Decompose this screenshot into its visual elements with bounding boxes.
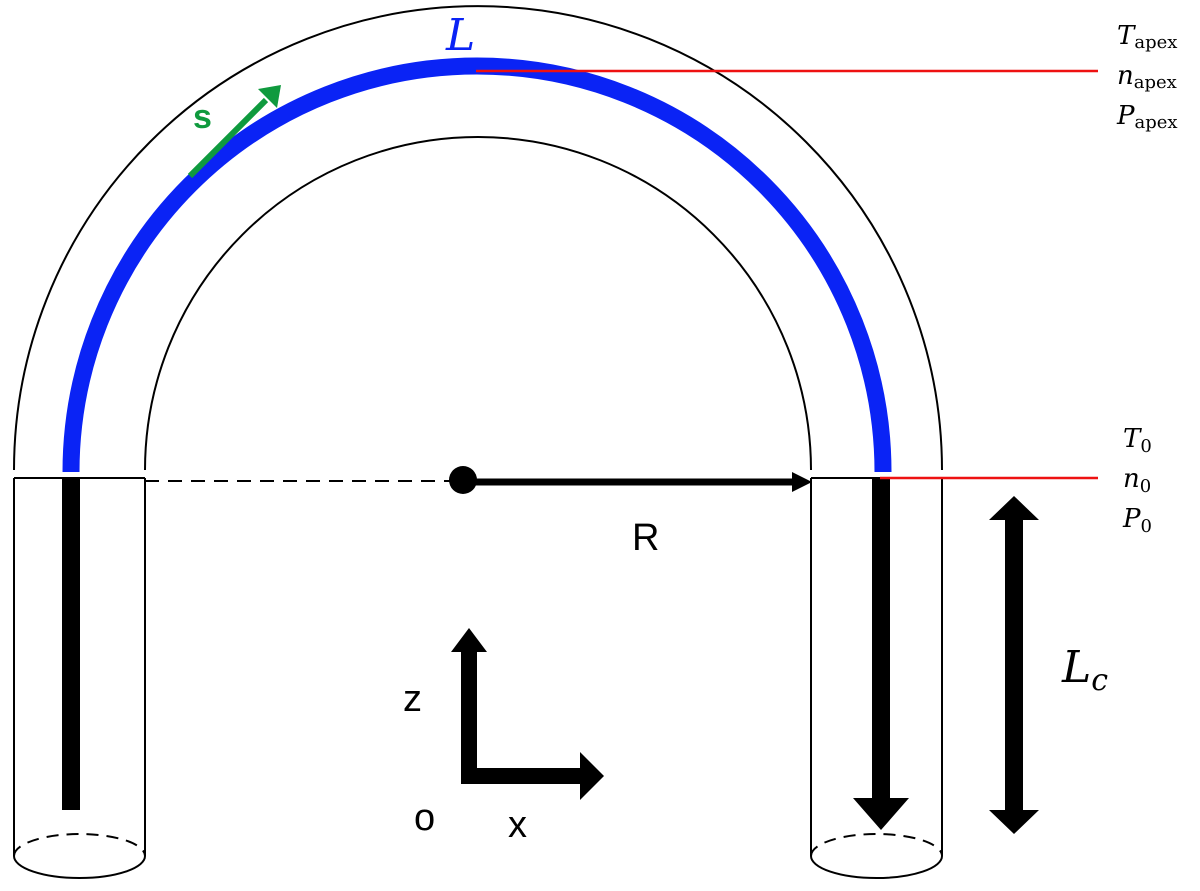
apex-temperature-label: Tapex: [1117, 21, 1177, 53]
axes-arrows: [451, 628, 604, 800]
radius-label: R: [632, 517, 659, 559]
apex-density-label: napex: [1117, 61, 1177, 93]
z-axis-label: z: [403, 678, 422, 720]
left-leg-bar: [62, 478, 80, 810]
origin-label: o: [414, 797, 435, 839]
radius-arrow: [463, 472, 812, 492]
right-leg-down-arrow: [853, 478, 909, 830]
footpoint-pressure-label: P0: [1122, 504, 1152, 537]
inner-arch-outline: [144, 136, 812, 471]
apex-quantities: Tapex napex Papex: [1116, 21, 1178, 133]
conductive-length-label: Lc: [1061, 642, 1108, 698]
outer-arch-outline: [13, 5, 943, 471]
loop-length-label: L: [445, 10, 475, 61]
footpoint-density-label: n0: [1123, 464, 1151, 497]
apex-pressure-label: Papex: [1116, 101, 1178, 133]
x-axis-label: x: [508, 804, 527, 846]
footpoint-quantities: T0 n0 P0: [1122, 424, 1152, 537]
left-leg-cylinder: [13, 477, 146, 879]
conductive-length-double-arrow: [989, 496, 1039, 834]
s-coordinate-arrow: [187, 85, 281, 179]
footpoint-temperature-label: T0: [1123, 424, 1152, 457]
loop-blue-arc: [62, 57, 892, 473]
s-coordinate-label: s: [193, 98, 212, 136]
